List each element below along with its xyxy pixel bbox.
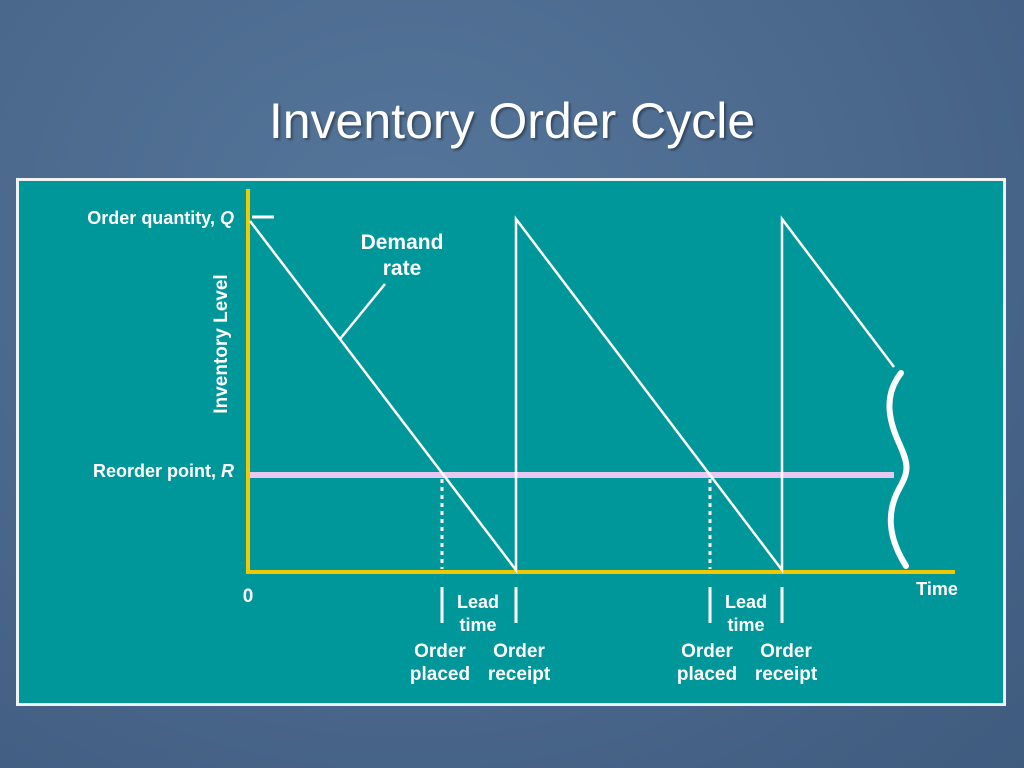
curly-brace xyxy=(886,370,910,569)
order-receipt-label-line1-1: Order xyxy=(493,641,545,662)
order-receipt-label-line2-1: receipt xyxy=(488,664,551,685)
x-axis-title: Time xyxy=(916,579,958,599)
lead-time-label-line1-1: Lead xyxy=(457,592,499,612)
origin-label: 0 xyxy=(243,586,254,607)
order-placed-label-line1-2: Order xyxy=(681,641,733,662)
inventory-level-line xyxy=(249,215,895,574)
reorder-point-label: Reorder point, R xyxy=(93,461,234,481)
order-receipt-label-line2-2: receipt xyxy=(755,664,818,685)
inventory-cycle-diagram: Order quantity, Q Reorder point, R Inven… xyxy=(87,189,958,685)
lead-time-label-line2-2: time xyxy=(727,615,764,635)
slide-title: Inventory Order Cycle xyxy=(268,93,756,149)
lead-time-label-line2-1: time xyxy=(459,615,496,635)
order-placed-label-line2-2: placed xyxy=(677,664,737,685)
order-placed-label-line2-1: placed xyxy=(410,664,470,685)
order-quantity-label: Order quantity, Q xyxy=(87,208,234,228)
demand-rate-label-line1: Demand xyxy=(361,231,444,254)
lead-time-label-line1-2: Lead xyxy=(725,592,767,612)
diagram-panel: Order quantity, Q Reorder point, R Inven… xyxy=(16,178,1006,706)
demand-rate-pointer xyxy=(339,283,386,340)
demand-rate-label-line2: rate xyxy=(383,257,422,280)
y-axis-title: Inventory Level xyxy=(211,274,232,413)
order-placed-label-line1-1: Order xyxy=(414,641,466,662)
order-receipt-label-line1-2: Order xyxy=(760,641,812,662)
